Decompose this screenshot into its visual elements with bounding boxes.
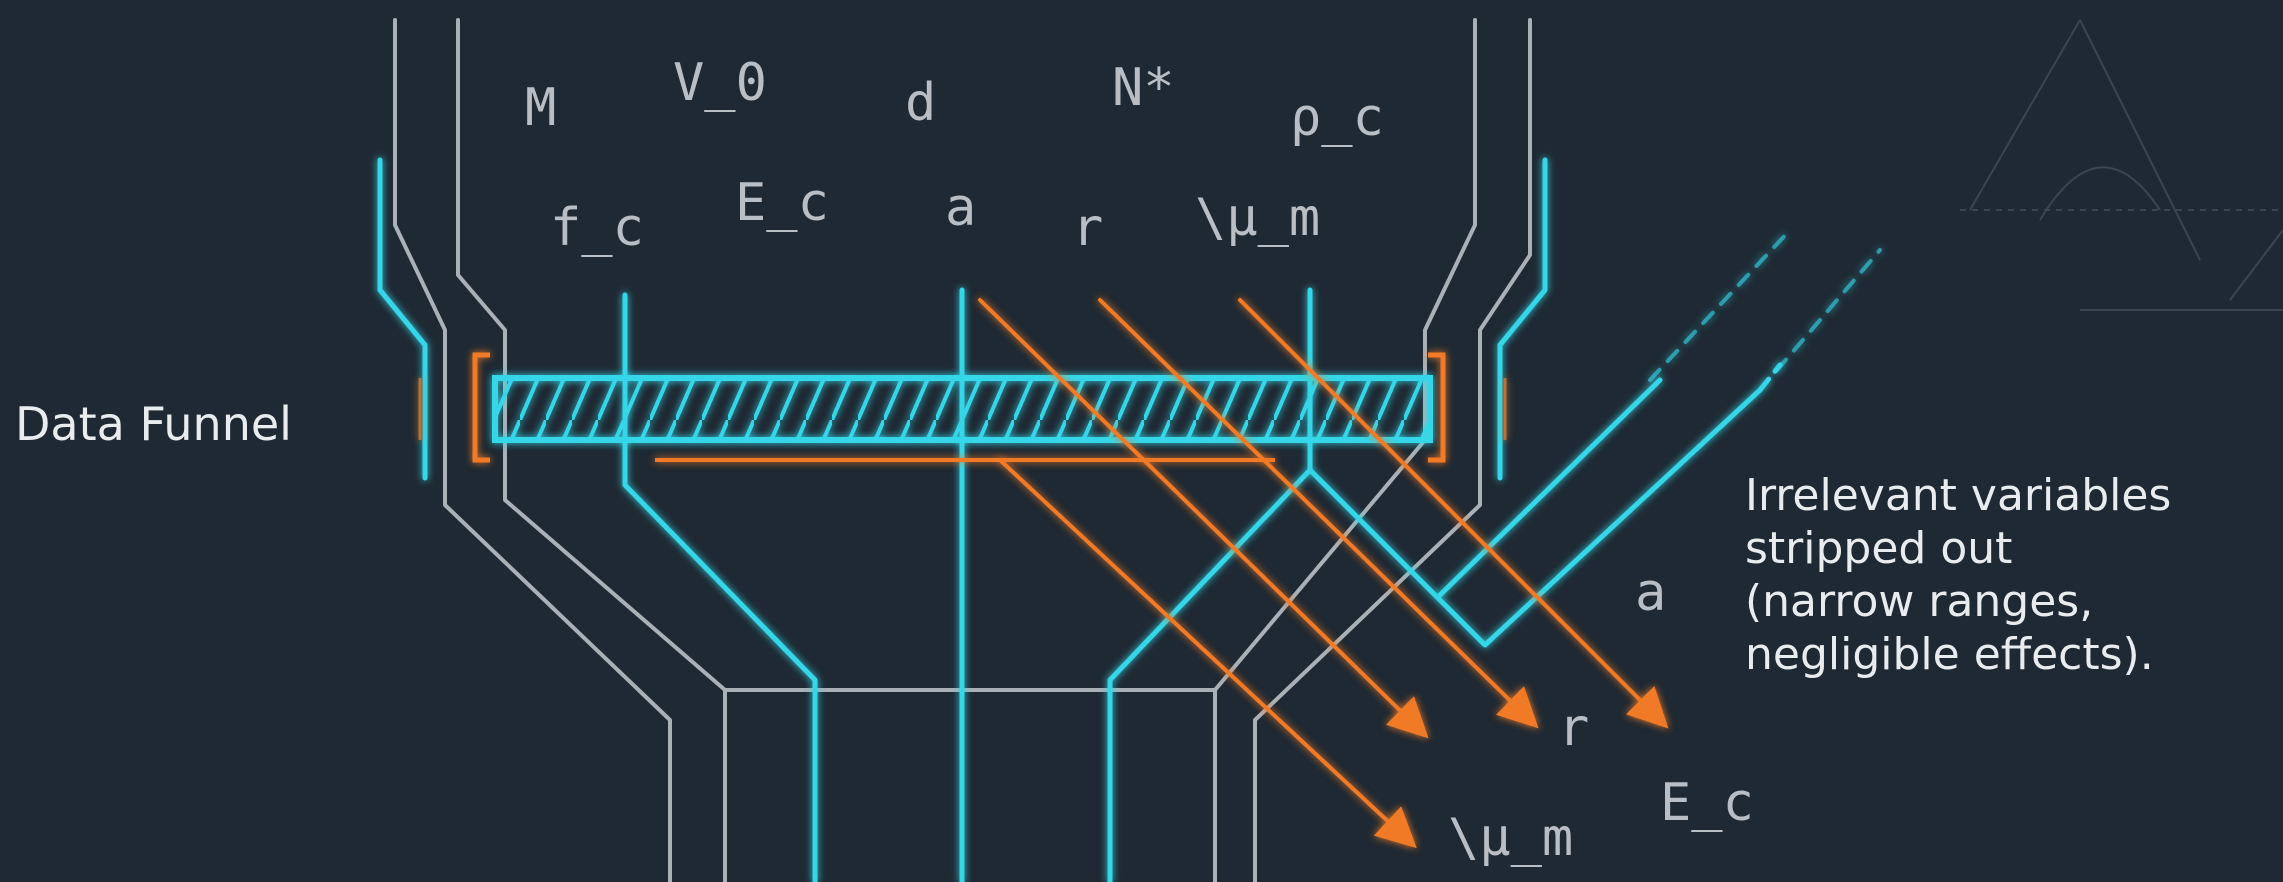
stripped-a: a xyxy=(1635,563,1666,623)
var-v0: V_0 xyxy=(673,53,767,113)
var-f-c: f_c xyxy=(550,198,644,258)
funnel-wall-right-outer xyxy=(1253,18,1532,882)
input-variables: M V_0 d N* ρ_c f_c E_c a r \μ_m xyxy=(525,53,1384,258)
var-d: d xyxy=(905,73,936,133)
arrow-to-e-c xyxy=(1238,298,1669,729)
stripped-e-c: E_c xyxy=(1660,773,1754,833)
cyan-side-right xyxy=(1497,157,1548,481)
cyan-flow-out xyxy=(1307,387,1763,648)
funnel-wall-left-outer xyxy=(393,18,672,882)
bracket-left xyxy=(472,352,490,463)
arrow-to-r-1 xyxy=(978,298,1429,739)
var-a: a xyxy=(945,178,976,238)
var-e-c: E_c xyxy=(735,173,829,233)
stripped-variables: a r E_c \μ_m xyxy=(1448,563,1754,868)
var-n-star: N* xyxy=(1112,58,1175,118)
cyan-dashed-2 xyxy=(1648,228,1792,382)
filter-bar xyxy=(492,375,1433,443)
arrow-to-mu-m xyxy=(998,458,1417,849)
stripped-mu-m: \μ_m xyxy=(1448,808,1573,868)
cyan-side-left xyxy=(377,157,428,481)
var-rho-c: ρ_c xyxy=(1290,88,1384,148)
kept-flow xyxy=(377,157,1882,882)
note-line-1: Irrelevant variables xyxy=(1745,470,2171,521)
var-r: r xyxy=(1072,198,1103,258)
cyan-dashed-3 xyxy=(1758,248,1882,392)
irrelevant-variables-note: Irrelevant variables stripped out (narro… xyxy=(1745,470,2171,680)
funnel-wall-left-inner xyxy=(456,18,727,882)
note-line-4: negligible effects). xyxy=(1745,629,2154,680)
note-line-3: (narrow ranges, xyxy=(1745,576,2093,627)
var-m: M xyxy=(525,78,556,138)
stripped-arrows xyxy=(978,298,1669,849)
var-mu-m: \μ_m xyxy=(1195,188,1320,248)
bracket-right xyxy=(1428,352,1446,463)
arrow-to-r-2 xyxy=(1098,298,1539,729)
stripped-r: r xyxy=(1558,698,1589,758)
data-funnel-label: Data Funnel xyxy=(15,397,292,451)
filter-brackets xyxy=(418,352,1507,463)
cyan-flow-out-2 xyxy=(1437,377,1663,598)
note-line-2: stripped out xyxy=(1745,523,2012,574)
background-geometry xyxy=(1960,19,2283,311)
